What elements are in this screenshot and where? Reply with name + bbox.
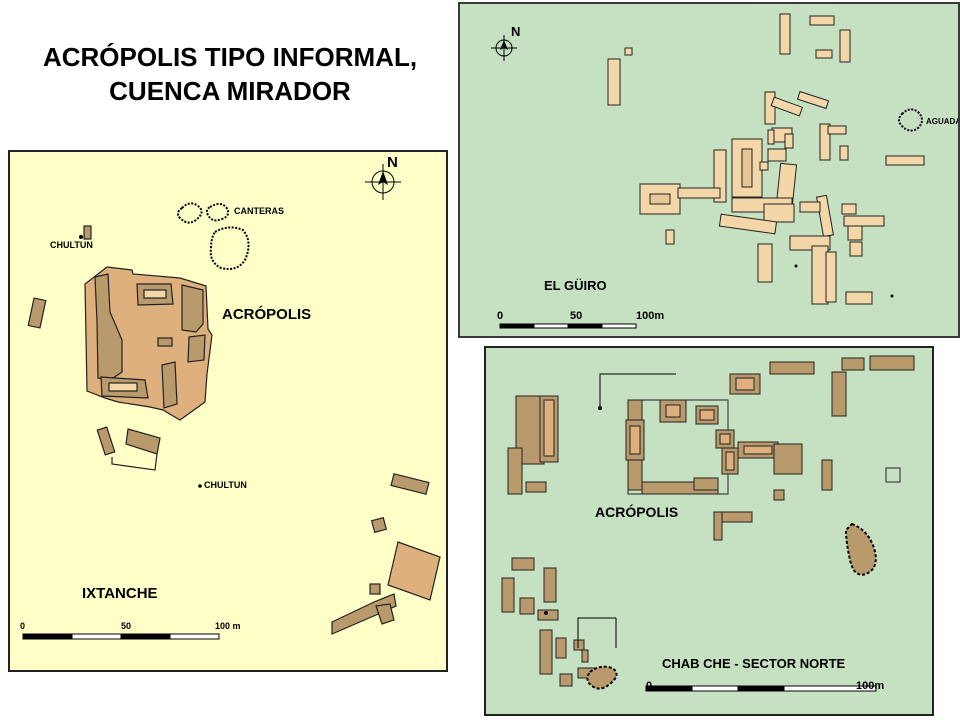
structure-east-platform [387, 541, 441, 601]
title-line-2: CUENCA MIRADOR [109, 76, 351, 106]
chab-che-scale-start: 0 [646, 680, 653, 692]
acropolis-structure-small [157, 337, 173, 347]
structure-east-1 [390, 473, 430, 495]
structure-southeast-bar [375, 603, 395, 625]
chab-che-map-panel: ACRÓPOLIS CHAB CHE - SECTOR NORTE 0 100m [484, 346, 934, 716]
el-guiro-scale-bar [499, 323, 637, 329]
aguada-label: AGUADA [926, 117, 960, 126]
structure-south-outline [111, 453, 158, 471]
el-guiro-map-panel: N AGUADA EL GÜIRO 0 50 100m [458, 2, 960, 338]
el-guiro-scale-mid: 50 [570, 310, 583, 322]
chab-che-site-name: CHAB CHE - SECTOR NORTE [662, 656, 846, 671]
quarry-south [586, 665, 618, 690]
structure-east-3 [369, 583, 381, 595]
north-arrow-icon [365, 164, 401, 200]
structure-southeast-L [331, 593, 397, 635]
ixtanche-map-panel: CHULTUN CANTERAS ACRÓPOLIS CHULTUN N IXT… [8, 150, 448, 672]
chab-che-scale-end: 100m [856, 680, 885, 692]
structure-south-1 [96, 426, 116, 456]
north-arrow-icon [491, 35, 517, 61]
structure-south-2 [125, 428, 161, 455]
ixtanche-scale-bar [22, 633, 220, 640]
page-title: ACRÓPOLIS TIPO INFORMAL, CUENCA MIRADOR [20, 40, 440, 108]
acropolis-structure-east [181, 284, 204, 333]
acropolis-structure-west [94, 273, 123, 381]
acropolis-label: ACRÓPOLIS [222, 306, 312, 323]
el-guiro-north-label: N [511, 24, 521, 39]
title-line-1: ACRÓPOLIS TIPO INFORMAL, [42, 42, 418, 72]
structure-west [27, 297, 47, 329]
el-guiro-scale-end: 100m [636, 310, 665, 322]
chab-che-map [501, 355, 915, 692]
chab-che-scale-bar [645, 685, 877, 692]
ixtanche-map [22, 164, 441, 640]
canteras-label: CANTERAS [234, 206, 285, 216]
acropolis-structure-north-inner [143, 289, 167, 299]
chultun-label-1: CHULTUN [50, 240, 93, 250]
north-label: N [387, 154, 398, 171]
el-guiro-scale-start: 0 [497, 310, 504, 322]
chab-che-acropolis-label: ACRÓPOLIS [595, 504, 679, 520]
acropolis-structure-south [161, 361, 178, 409]
scale-start: 0 [20, 621, 26, 631]
el-guiro-map [491, 13, 925, 329]
aguada [898, 108, 923, 132]
cantera-2 [205, 203, 230, 222]
quarry-east [844, 522, 877, 576]
structure-chultun-small [83, 225, 92, 240]
chultun-label-2: CHULTUN [204, 480, 247, 490]
cantera-1 [176, 202, 203, 224]
acropolis-structure-east-2 [187, 334, 206, 363]
scale-end: 100 m [215, 621, 241, 631]
cantera-3 [209, 226, 250, 270]
structure-east-2 [370, 516, 388, 534]
el-guiro-site-name: EL GÜIRO [544, 278, 607, 293]
ixtanche-site-name: IXTANCHE [82, 585, 158, 602]
acropolis-structure-southwest-inner [108, 382, 138, 392]
scale-mid: 50 [121, 621, 132, 631]
